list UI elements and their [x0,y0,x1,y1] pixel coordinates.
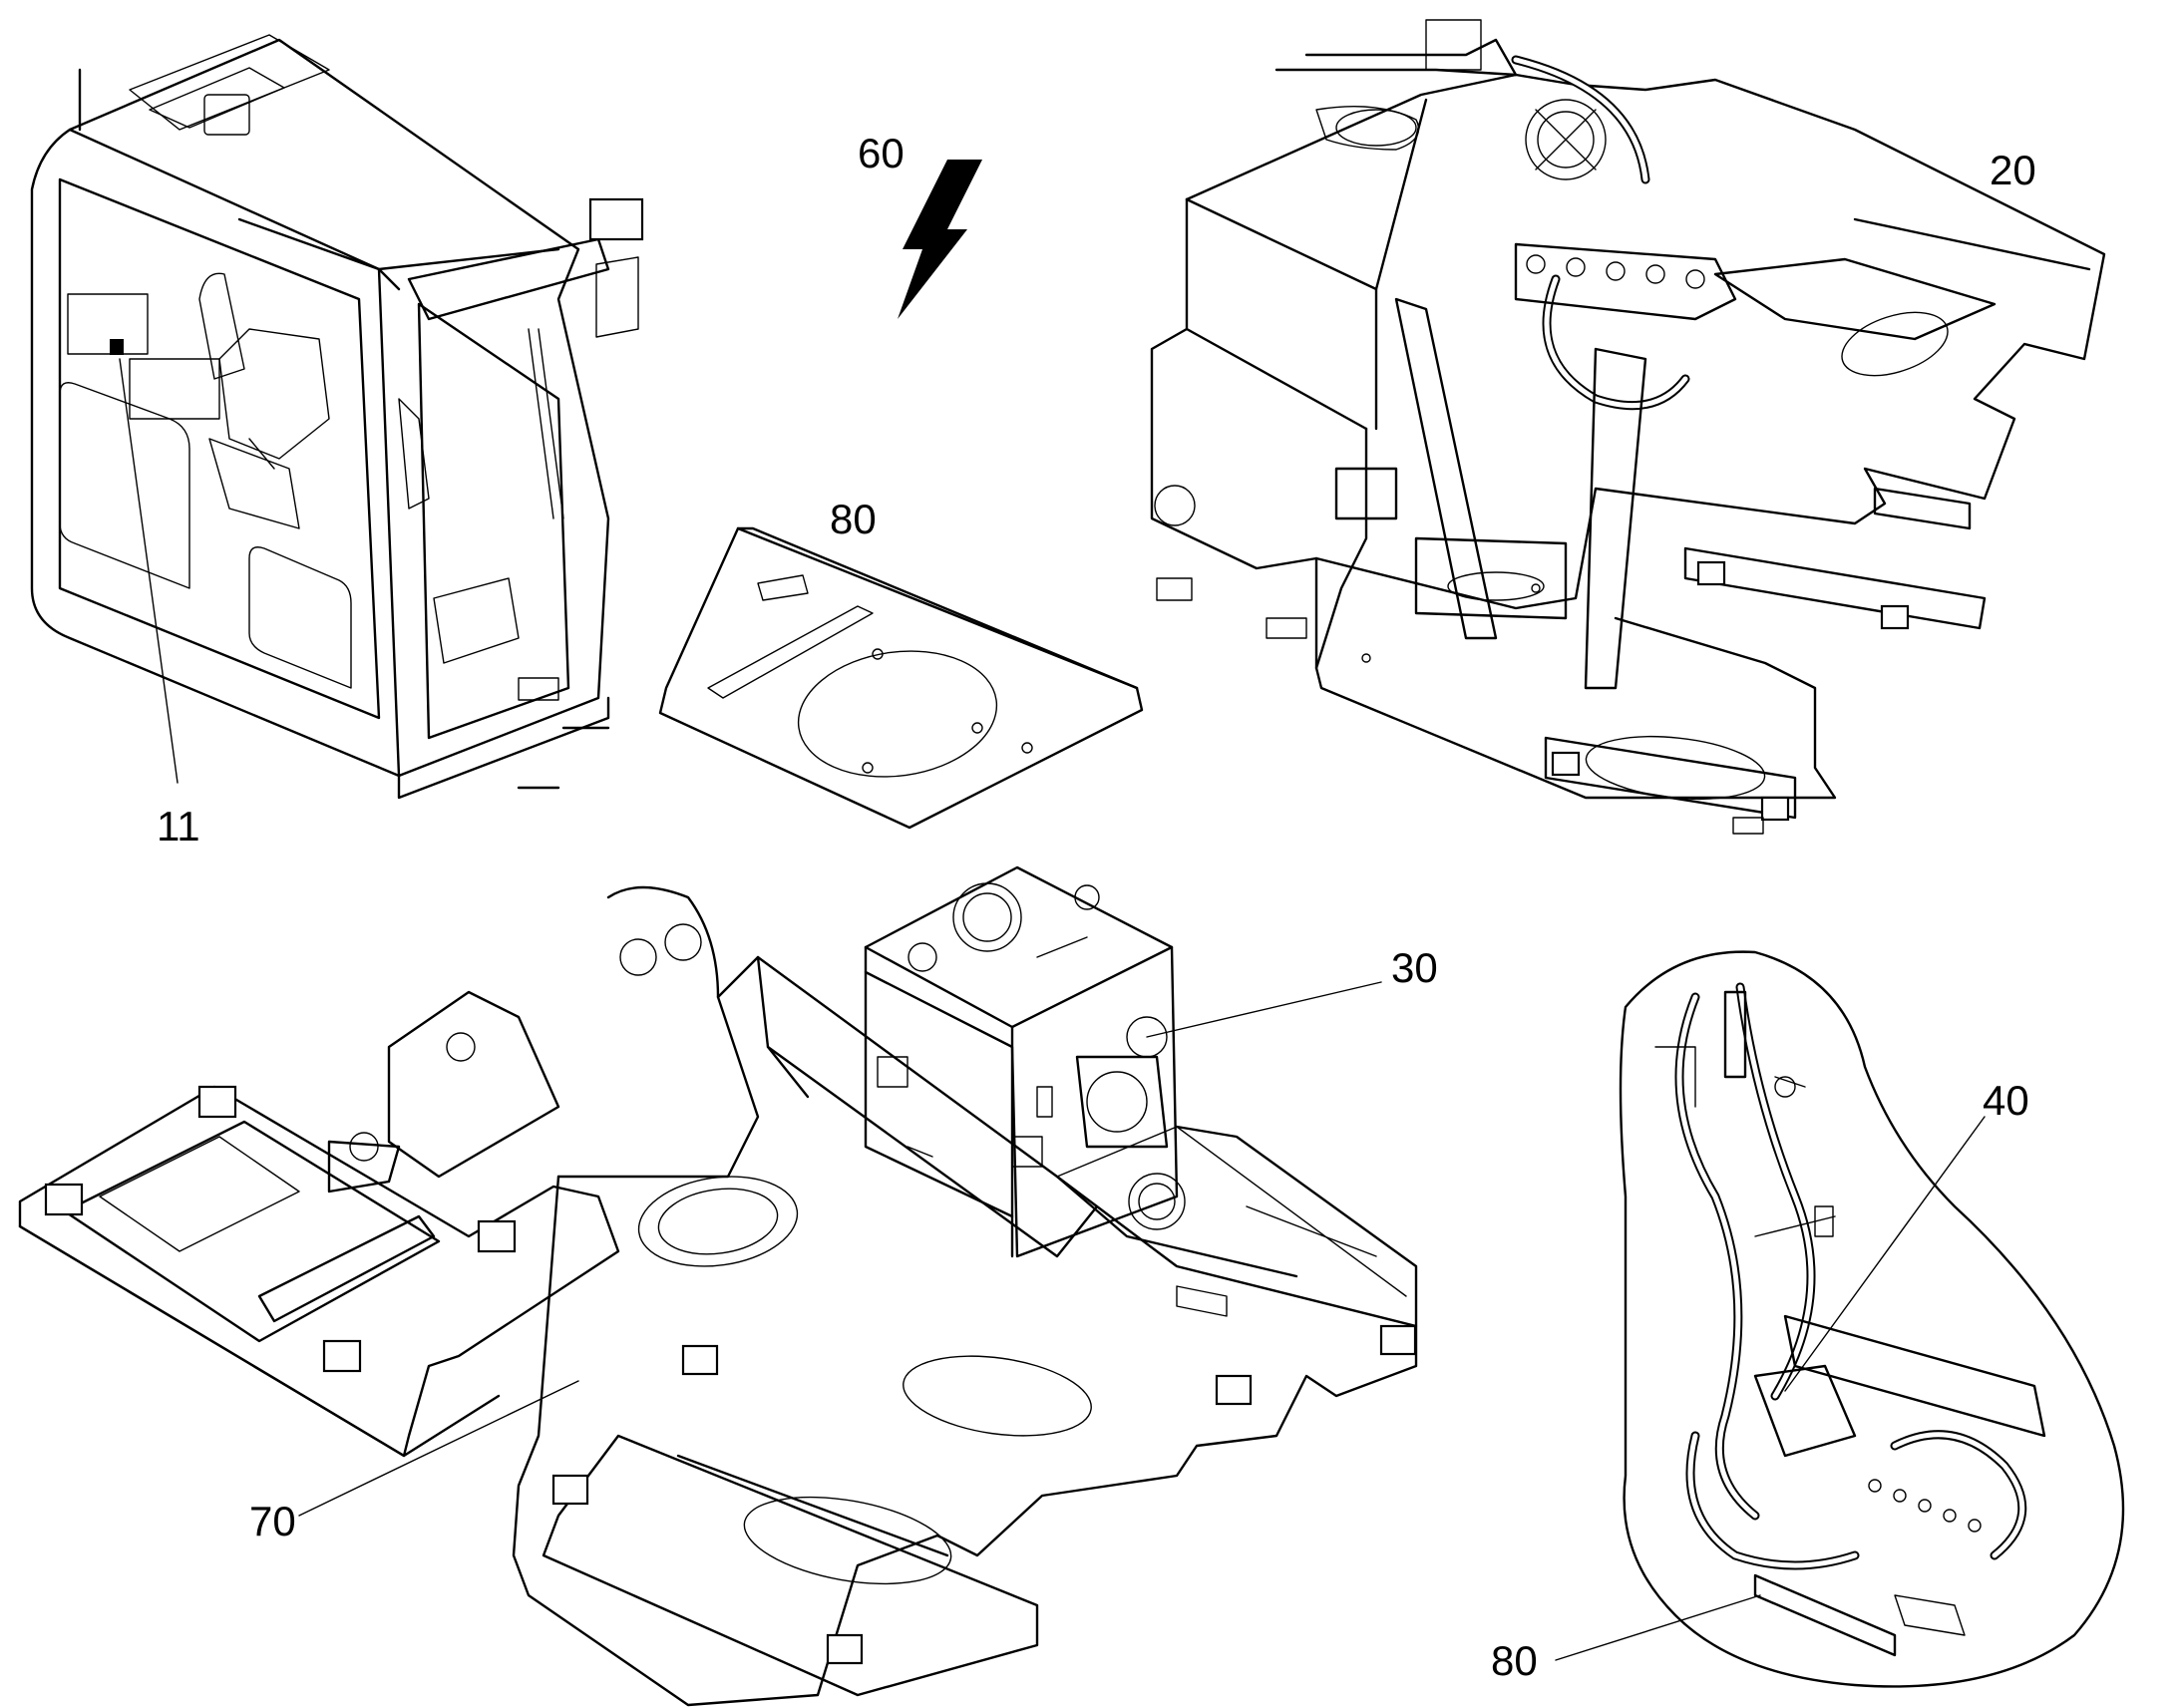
callout-30: 30 [1391,944,1438,991]
upper-frame-drawing [1150,19,2106,835]
callout-80-detail: 80 [1491,1637,1538,1684]
hydraulic-tank-drawing [864,865,1186,1258]
leader-line-80-detail [1555,1594,1761,1661]
callout-80-floor: 80 [830,496,877,542]
leader-line-40 [1784,1116,1986,1392]
lower-frame-drawing [18,885,1418,1707]
leader-line-70 [298,1380,579,1517]
leader-line-11 [119,358,179,784]
callout-60: 60 [858,130,905,176]
callout-11: 11 [157,803,200,850]
hose-detail-drawing [1619,950,2125,1688]
leader-line-30 [1146,981,1382,1038]
callout-40: 40 [1983,1077,2029,1124]
cab-drawing [30,34,644,800]
callout-20: 20 [1990,147,2036,193]
lightning-bolt-icon [898,160,982,319]
callout-70: 70 [249,1498,296,1544]
floor-plate-drawing [658,526,1144,830]
